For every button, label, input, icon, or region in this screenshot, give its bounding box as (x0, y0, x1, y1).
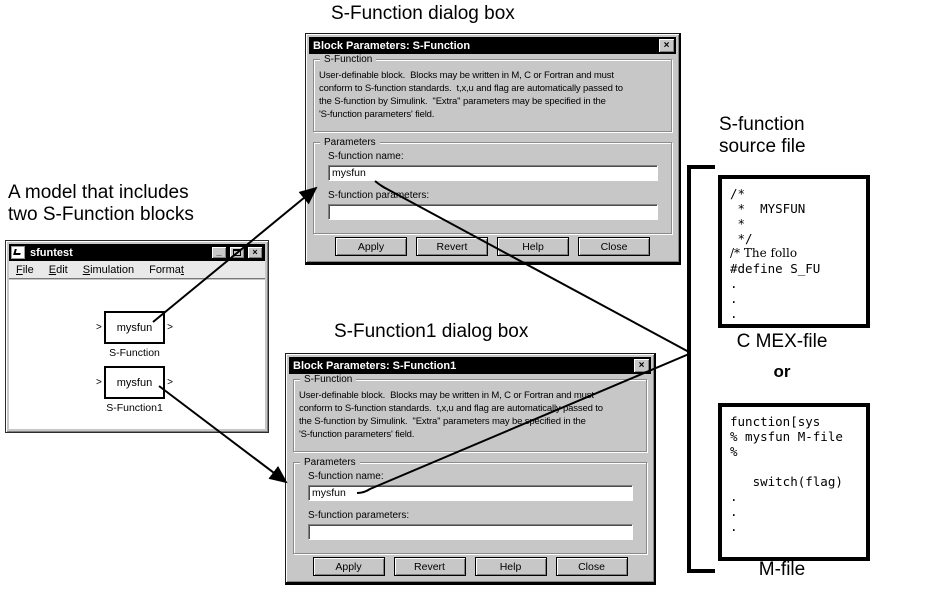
caption-model: A model that includes two S-Function blo… (8, 182, 194, 225)
dialog2-title: Block Parameters: S-Function1 (293, 359, 457, 372)
revert-button[interactable]: Revert (416, 237, 488, 256)
close-button[interactable]: Close (578, 237, 650, 256)
simulink-model-window: sfuntest _ × File Edit Simulation Format… (5, 240, 269, 433)
sfunction-params-input[interactable] (308, 524, 633, 540)
dialog1-title: Block Parameters: S-Function (313, 39, 471, 52)
close-button[interactable]: Close (555, 557, 628, 576)
model-window-title: sfuntest (30, 246, 73, 259)
sfunction1-block[interactable]: > mysfun > (96, 366, 173, 399)
dialog1-group1-legend: S-Function (320, 54, 377, 65)
sfunction-block-label: S-Function (109, 347, 160, 359)
description-line: conform to S-function standards. t,x,u a… (299, 403, 603, 414)
description-line: User-definable block. Blocks may be writ… (299, 390, 594, 401)
revert-button[interactable]: Revert (393, 557, 466, 576)
caption-mfile: M-file (758, 559, 806, 580)
code-line: . (730, 519, 738, 534)
close-icon[interactable]: × (247, 246, 263, 259)
code-line: . (730, 504, 738, 519)
dialog2-button-row: Apply Revert Help Close (286, 557, 654, 576)
code-line: * MYSFUN (730, 201, 806, 216)
apply-button[interactable]: Apply (335, 237, 407, 256)
close-icon[interactable]: × (658, 38, 675, 53)
code-line: /* (730, 186, 746, 201)
code-line: /* The follo (730, 246, 798, 260)
dialog1-description: User-definable block. Blocks may be writ… (314, 60, 671, 121)
sfunction-block[interactable]: > mysfun > (96, 311, 173, 344)
sfunction-name-input[interactable] (308, 485, 633, 501)
code-line: * (730, 216, 746, 231)
input-port-icon: > (96, 321, 102, 333)
menu-file[interactable]: File (16, 263, 34, 276)
code-line: . (730, 306, 738, 321)
menu-simulation[interactable]: Simulation (82, 263, 135, 276)
block-text: mysfun (116, 376, 153, 389)
output-port-icon: > (167, 376, 173, 388)
caption-or: or (773, 362, 791, 381)
cmex-source-box: /* * MYSFUN * *//* The follo#define S_FU… (718, 175, 870, 328)
input-port-icon: > (96, 376, 102, 388)
dialog2-group1-legend: S-Function (300, 374, 357, 385)
code-line (730, 459, 864, 474)
code-line: % mysfun M-file (730, 429, 843, 444)
sfunction-name-label: S-function name: (308, 471, 384, 482)
caption-dialog2: S-Function1 dialog box (334, 321, 529, 342)
help-button[interactable]: Help (474, 557, 547, 576)
description-line: conform to S-function standards. t,x,u a… (319, 83, 623, 94)
block-parameters-dialog-sfunction1: Block Parameters: S-Function1 × S-Functi… (285, 353, 656, 585)
window-controls: _ × (211, 246, 263, 259)
dialog1-sfunction-group: S-Function User-definable block. Blocks … (313, 54, 672, 132)
block-text: mysfun (116, 321, 153, 334)
description-line: 'S-function parameters' field. (299, 429, 415, 440)
block-parameters-dialog-sfunction: Block Parameters: S-Function × S-Functio… (305, 33, 681, 265)
code-line: % (730, 444, 738, 459)
menu-edit[interactable]: Edit (48, 263, 68, 276)
sfunction1-block-label: S-Function1 (106, 402, 163, 414)
code-line: . (730, 276, 738, 291)
code-line: . (730, 291, 738, 306)
dialog2-titlebar[interactable]: Block Parameters: S-Function1 × (289, 357, 651, 374)
dialog2-group2-legend: Parameters (300, 457, 360, 468)
dialog1-parameters-group: Parameters S-function name: S-function p… (313, 137, 672, 234)
caption-dialog1: S-Function dialog box (331, 3, 515, 24)
description-line: the S-function by Simulink. ''Extra'' pa… (319, 96, 606, 107)
dialog2-description: User-definable block. Blocks may be writ… (294, 380, 646, 441)
dialog2-parameters-group: Parameters S-function name: S-function p… (293, 457, 647, 554)
code-line: switch(flag) (730, 474, 843, 489)
simulink-model-icon (11, 246, 25, 259)
sfunction-params-label: S-function parameters: (308, 510, 410, 521)
mfile-source-box: function[sys% mysfun M-file% switch(flag… (718, 403, 870, 561)
menu-format[interactable]: Format (149, 263, 184, 276)
maximize-icon[interactable] (229, 246, 245, 259)
sfunction-name-input[interactable] (328, 165, 658, 181)
sfunction-name-label: S-function name: (328, 151, 404, 162)
code-line: . (730, 489, 738, 504)
dialog1-group2-legend: Parameters (320, 137, 380, 148)
caption-cmex-file: C MEX-file (736, 331, 828, 352)
minimize-icon[interactable]: _ (211, 246, 227, 259)
caption-source-file: S-function source file (719, 114, 806, 157)
dialog1-button-row: Apply Revert Help Close (306, 237, 679, 256)
description-line: 'S-function parameters' field. (319, 109, 435, 120)
code-line: #define S_FU (730, 261, 821, 276)
model-window-menubar: File Edit Simulation Format (9, 261, 265, 279)
model-window-titlebar[interactable]: sfuntest _ × (9, 244, 265, 261)
output-port-icon: > (167, 321, 173, 333)
help-button[interactable]: Help (497, 237, 569, 256)
model-canvas: > mysfun > S-Function > mysfun > S-Funct… (9, 280, 265, 429)
code-line: */ (730, 231, 753, 246)
sfunction-params-label: S-function parameters: (328, 190, 430, 201)
dialog2-sfunction-group: S-Function User-definable block. Blocks … (293, 374, 647, 452)
apply-button[interactable]: Apply (312, 557, 385, 576)
code-line: function[sys (730, 414, 821, 429)
description-line: the S-function by Simulink. ''Extra'' pa… (299, 416, 586, 427)
dialog1-titlebar[interactable]: Block Parameters: S-Function × (309, 37, 676, 54)
sfunction-params-input[interactable] (328, 204, 658, 220)
close-icon[interactable]: × (633, 358, 650, 373)
description-line: User-definable block. Blocks may be writ… (319, 70, 614, 81)
